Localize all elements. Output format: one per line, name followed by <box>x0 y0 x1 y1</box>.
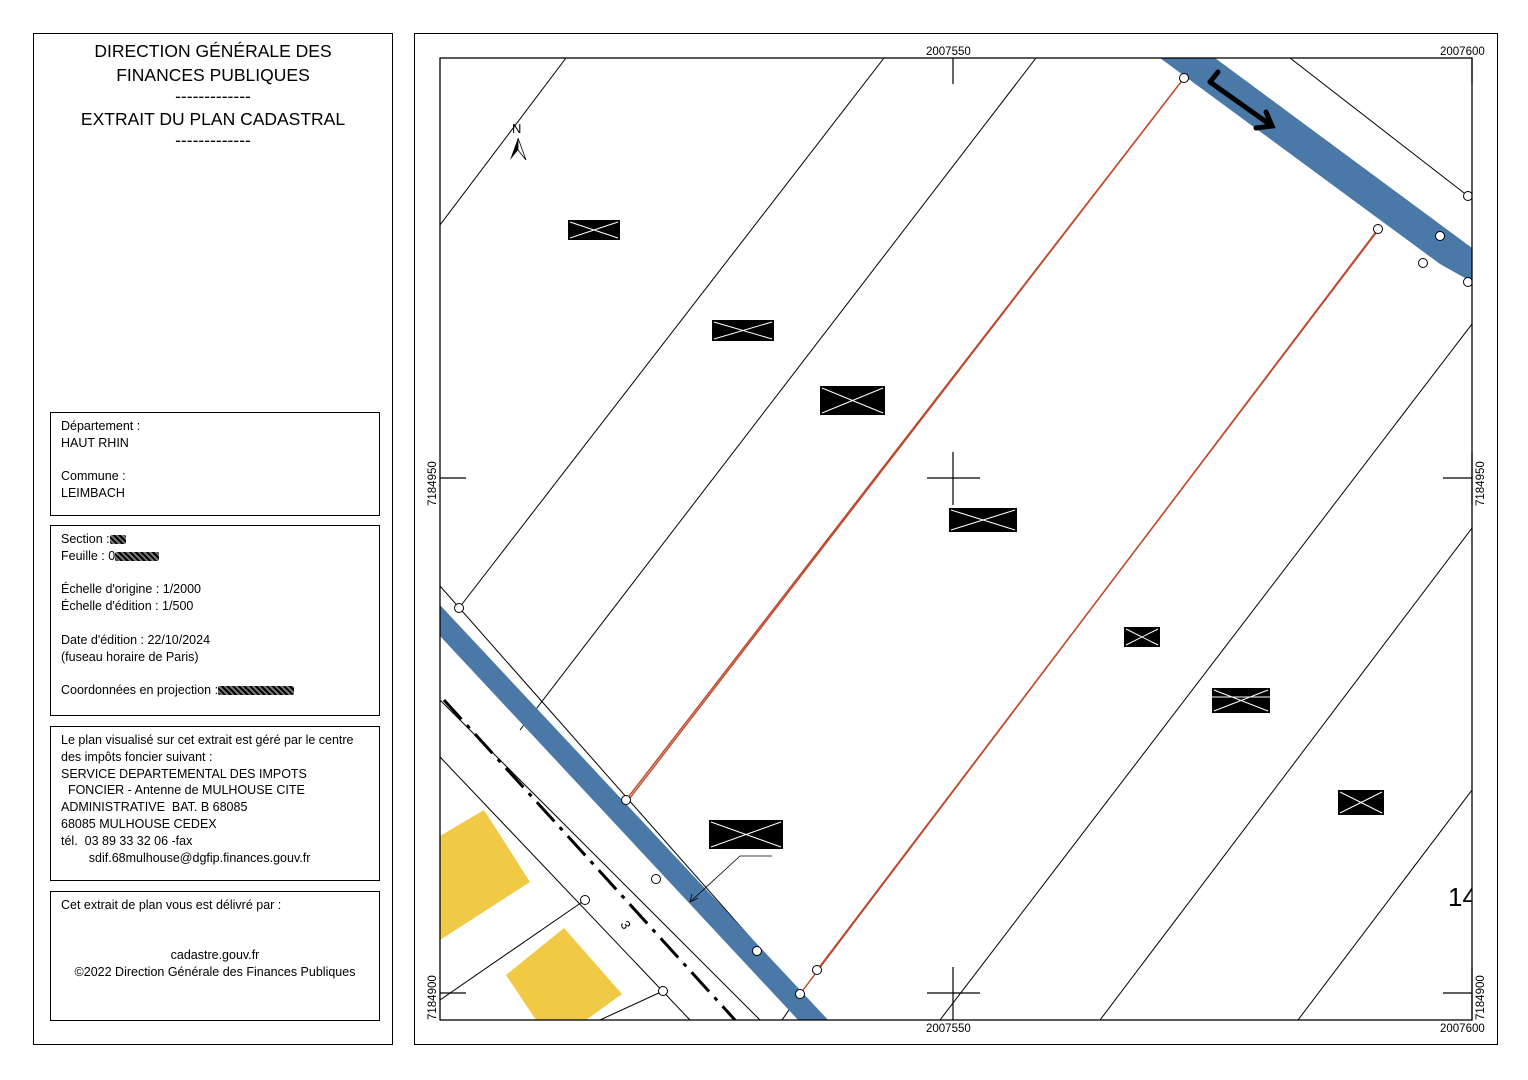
redacted-parcel-number <box>820 386 885 415</box>
delivery-box: Cet extrait de plan vous est délivré par… <box>50 891 380 1021</box>
north-arrow-icon: N <box>510 121 527 161</box>
edge-parcel-number: 14 <box>1448 882 1477 912</box>
service-line: Le plan visualisé sur cet extrait est gé… <box>61 733 354 747</box>
coord-y-upper-right: 7184950 <box>1475 461 1487 506</box>
service-line: SERVICE DEPARTEMENTAL DES IMPOTS <box>61 766 307 781</box>
details-box: Section : Feuille : 0 Échelle d'origine … <box>50 525 380 716</box>
boundary-point-icon <box>651 874 661 884</box>
separator-top: ------------- <box>175 86 251 106</box>
location-box: Département : HAUT RHIN Commune : LEIMBA… <box>50 412 380 516</box>
service-line: tél. 03 89 33 32 06 -fax <box>61 833 193 848</box>
coord-x-top-right: 2007600 <box>1440 46 1485 58</box>
service-line: des impôts foncier suivant : <box>61 749 213 764</box>
boundary-point-icon <box>658 986 668 996</box>
street-number: 3 <box>617 918 634 932</box>
redacted-feuille <box>115 552 160 561</box>
coord-y-lower-left: 7184900 <box>427 975 439 1020</box>
document-title: EXTRAIT DU PLAN CADASTRAL <box>80 109 346 129</box>
boundary-point-icon <box>621 795 631 805</box>
redacted-parcel-number <box>709 820 783 849</box>
service-box: Le plan visualisé sur cet extrait est gé… <box>50 726 380 881</box>
parcel-boundaries <box>440 58 1472 1020</box>
boundary-point-icon <box>1373 224 1383 234</box>
coordonnees-label: Coordonnées en projection : <box>61 683 219 698</box>
boundary-points <box>454 73 1472 999</box>
map-inner-border <box>439 57 1473 1021</box>
separator-bottom: ------------- <box>175 130 251 150</box>
direction-arrow-icon <box>1207 69 1276 131</box>
boundary-point-icon <box>1463 191 1472 201</box>
redacted-parcel-number <box>1124 627 1160 647</box>
road <box>1160 58 1472 282</box>
redacted-coordonnees <box>218 686 295 696</box>
crosshair-icon <box>927 452 980 505</box>
boundary-point-icon <box>812 965 822 975</box>
service-email: sdif.68mulhouse@dgfip.finances.gouv.fr <box>61 850 311 865</box>
coord-y-upper-left: 7184950 <box>427 461 439 506</box>
redacted-labels <box>568 220 1384 849</box>
copyright-text: ©2022 Direction Générale des Finances Pu… <box>74 965 356 980</box>
crosshair-icon <box>1443 967 1473 1020</box>
boundary-point-icon <box>795 989 805 999</box>
document-header: DIRECTION GÉNÉRALE DES FINANCES PUBLIQUE… <box>34 39 392 149</box>
coord-x-bottom-left: 2007550 <box>926 1023 971 1035</box>
commune-label: Commune : <box>61 469 126 484</box>
delivery-site[interactable]: cadastre.gouv.fr <box>170 948 260 963</box>
building <box>440 810 530 940</box>
service-line: FONCIER - Antenne de MULHOUSE CITE <box>61 783 305 798</box>
boundary-point-icon <box>454 603 464 613</box>
arrow-head-icon <box>689 893 699 903</box>
echelle-edition: Échelle d'édition : 1/500 <box>61 599 194 614</box>
building <box>506 928 622 1020</box>
service-line: 68085 MULHOUSE CEDEX <box>61 816 217 831</box>
grid-crosshairs <box>440 58 1473 1020</box>
boundary-point-icon <box>1463 277 1472 287</box>
redacted-parcel-number <box>1338 790 1384 815</box>
cartouche-panel: DIRECTION GÉNÉRALE DES FINANCES PUBLIQUE… <box>33 33 393 1045</box>
echelle-origine: Échelle d'origine : 1/2000 <box>61 582 201 597</box>
service-line: ADMINISTRATIVE BAT. B 68085 <box>61 800 248 815</box>
date-edition: Date d'édition : 22/10/2024 <box>61 632 211 647</box>
redacted-parcel-number <box>1212 688 1270 713</box>
coord-x-top-left: 2007550 <box>926 46 971 58</box>
fuseau-horaire: (fuseau horaire de Paris) <box>61 649 199 664</box>
coordinate-labels: 2007550 2007600 2007550 2007600 7184950 … <box>427 46 1487 1035</box>
label-leader-line <box>689 855 772 903</box>
feuille-label: Feuille : 0 <box>61 548 116 563</box>
boundary-point-icon <box>1418 258 1428 268</box>
selected-parcel <box>625 77 1379 995</box>
commune-value: LEIMBACH <box>61 486 125 501</box>
boundary-point-icon <box>1435 231 1445 241</box>
boundary-point-icon <box>1179 73 1189 83</box>
departement-value: HAUT RHIN <box>61 435 129 450</box>
org-name-line2: FINANCES PUBLIQUES <box>116 65 310 85</box>
delivery-label: Cet extrait de plan vous est délivré par… <box>61 898 282 912</box>
redacted-section <box>109 535 126 545</box>
map-content: 3 14 <box>440 58 1477 1020</box>
map-frame <box>414 33 1498 1045</box>
redacted-parcel-number <box>568 220 620 240</box>
redacted-parcel-number <box>949 508 1017 532</box>
crosshair-icon <box>927 967 980 1020</box>
coord-y-lower-right: 7184900 <box>1475 975 1487 1020</box>
crosshair-icon <box>1443 452 1473 505</box>
org-name-line1: DIRECTION GÉNÉRALE DES <box>94 41 332 61</box>
departement-label: Département : <box>61 419 141 433</box>
north-label: N <box>512 121 521 136</box>
boundary-point-icon <box>752 946 762 956</box>
road <box>440 605 829 1020</box>
section-label: Section : <box>61 532 110 546</box>
boundary-point-icon <box>580 895 590 905</box>
redacted-parcel-number <box>712 320 774 341</box>
coord-x-bottom-right: 2007600 <box>1440 1023 1485 1035</box>
